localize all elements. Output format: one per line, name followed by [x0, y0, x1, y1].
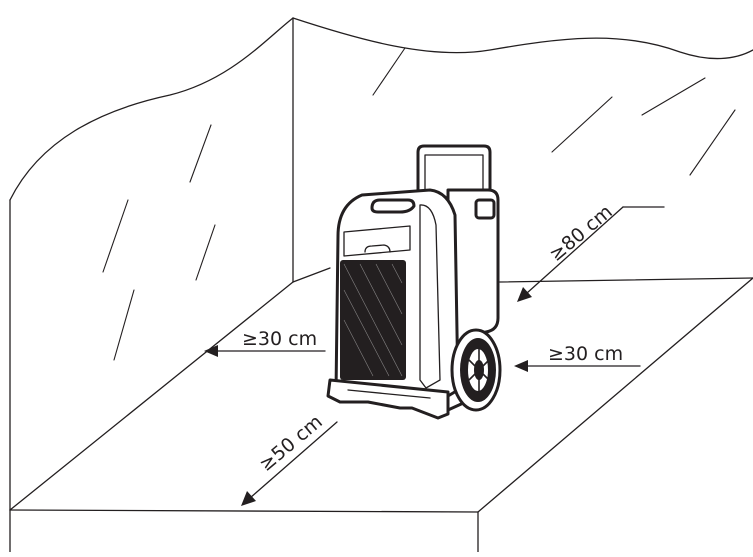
- left-wall: [9, 17, 294, 511]
- dehumidifier: [326, 144, 502, 420]
- arrowhead-left-icon: [514, 360, 528, 372]
- front-clearance-dimension: ≥50 cm: [241, 411, 338, 506]
- right-clearance-dimension: ≥30 cm: [514, 343, 641, 372]
- arrowhead-down-left-icon: [241, 491, 256, 506]
- arrowhead-left-icon: [204, 345, 218, 357]
- front-clearance-label: ≥50 cm: [255, 411, 327, 476]
- left-clearance-dimension: ≥30 cm: [204, 328, 326, 357]
- floor: [9, 277, 753, 553]
- back-clearance-label: ≥80 cm: [545, 201, 617, 266]
- right-clearance-label: ≥30 cm: [548, 343, 623, 365]
- arrowhead-down-left-icon: [517, 287, 532, 302]
- left-clearance-label: ≥30 cm: [242, 328, 317, 350]
- back-wall: [292, 17, 753, 283]
- back-clearance-dimension: ≥80 cm: [517, 201, 665, 302]
